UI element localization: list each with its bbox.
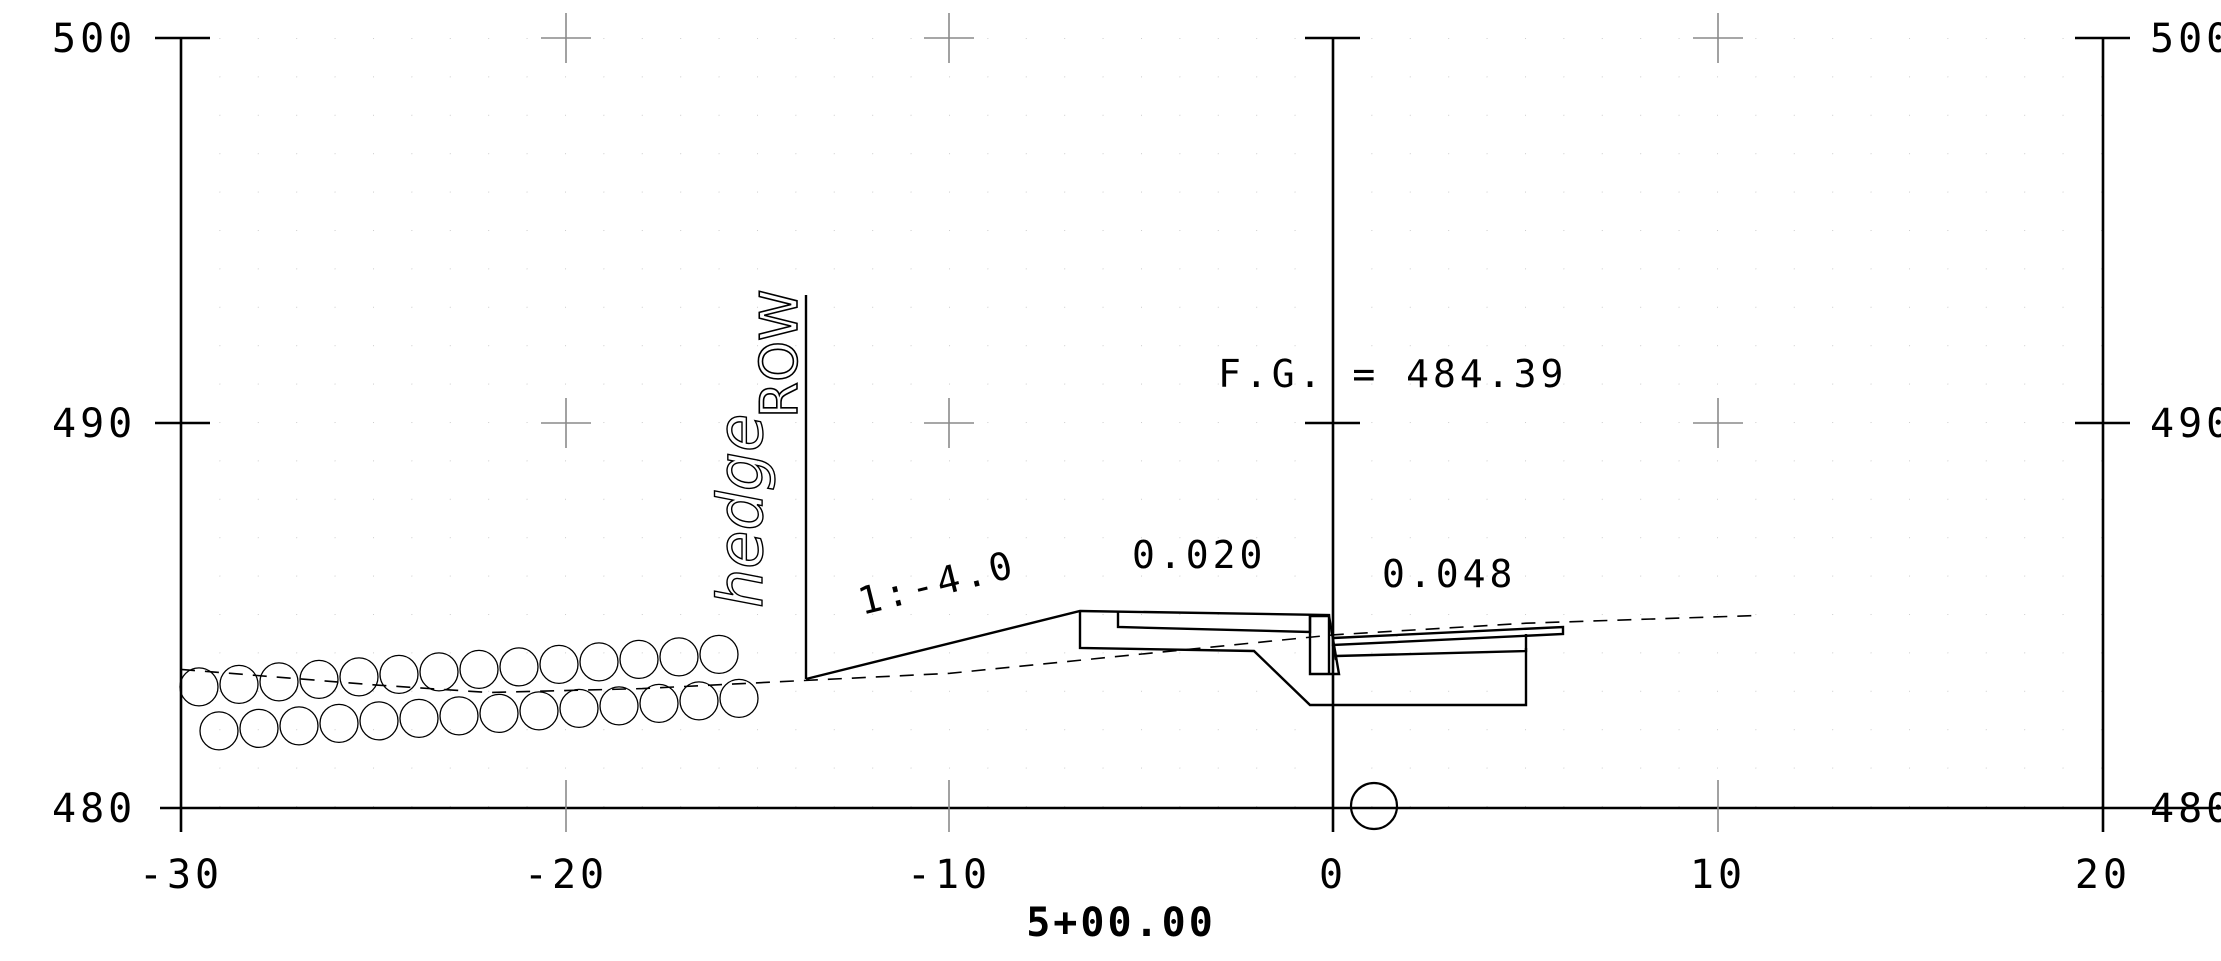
hedge-scallop (559, 688, 599, 729)
hedge-scallop (319, 703, 359, 744)
hedge-scallop (519, 691, 559, 731)
hedge-scallop (359, 701, 399, 741)
finished-grade-label: F.G. = 484.39 (1218, 352, 1567, 396)
y-label-right-490: 490 (2150, 401, 2221, 447)
hedge-scallop (279, 706, 319, 746)
hedge-scallop (179, 667, 219, 707)
x-label-neg30: -30 (139, 852, 223, 898)
side-slope (805, 609, 1331, 681)
hedge-scallop (439, 696, 479, 736)
y-label-right-480: 480 (2150, 786, 2221, 832)
hedge-scallop (379, 654, 419, 695)
hedge-scallop (499, 647, 539, 687)
hedge-scallop (719, 678, 759, 719)
hedge-scallop (619, 639, 659, 680)
hedge-symbol (179, 634, 759, 751)
existing-ground-line (180, 614, 1758, 694)
hedge-scallop (399, 698, 439, 739)
hedge-scallop (419, 652, 459, 692)
x-label-neg10: -10 (907, 852, 991, 898)
y-label-left-480: 480 (52, 786, 136, 832)
y-label-left-490: 490 (52, 401, 136, 447)
y-label-right-500: 500 (2150, 16, 2221, 62)
grid-crosses (541, 13, 1743, 832)
hedge-scallop (459, 649, 499, 690)
station-marker-circle (1349, 781, 1399, 831)
row-label: ROW (750, 290, 810, 418)
hedge-scallop (659, 637, 699, 677)
hedge-scallop (199, 711, 239, 751)
hedge-scallop (239, 708, 279, 749)
hedge-scallop (699, 634, 739, 675)
pavement-surface (1331, 625, 1565, 647)
grid-frame (155, 36, 2221, 832)
curb (1308, 614, 1341, 676)
x-label-0: 0 (1319, 852, 1347, 898)
sidewalk-base (1078, 611, 1528, 707)
x-label-10: 10 (1690, 852, 1746, 898)
dot-grid (181, 38, 2103, 808)
hedge-scallop (219, 664, 259, 705)
hedge-scallop (479, 693, 519, 734)
cross-slope-left-label: 0.020 (1132, 533, 1266, 577)
axis-labels: 500 490 480 500 490 480 -30 -20 -10 0 10… (52, 16, 2221, 946)
hedge-scallop (679, 681, 719, 721)
hedge-scallop (539, 644, 579, 685)
road-structure (804, 295, 1565, 831)
hedge-scallop (639, 683, 679, 724)
hedge-label: hedge (704, 414, 777, 608)
y-label-left-500: 500 (52, 16, 136, 62)
pavement-base (1335, 634, 1528, 658)
x-label-20: 20 (2075, 852, 2131, 898)
cross-slope-right-label: 0.048 (1382, 552, 1516, 596)
station-label: 5+00.00 (1026, 900, 1216, 946)
hedge-scallop (339, 657, 379, 697)
hedge-scallop (259, 662, 299, 702)
hedge-scallop (579, 642, 619, 682)
hedge-scallop (299, 659, 339, 700)
x-label-neg20: -20 (524, 852, 608, 898)
hedge-scallop (599, 686, 639, 726)
pavement-edge (1331, 644, 1338, 661)
